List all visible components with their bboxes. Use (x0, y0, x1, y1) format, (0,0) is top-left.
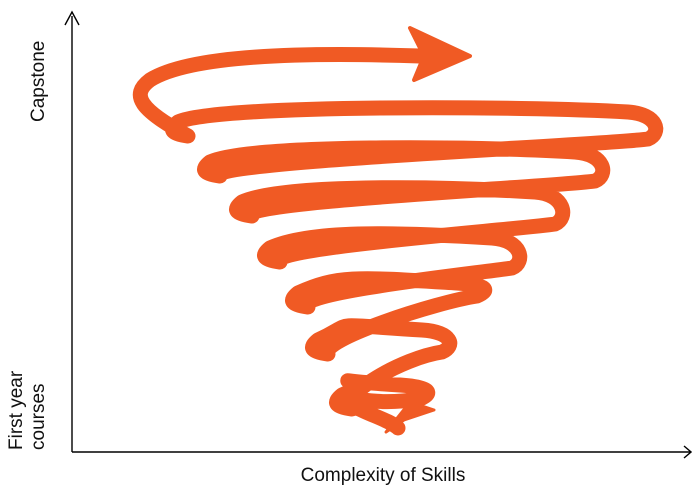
x-axis-label: Complexity of Skills (301, 465, 466, 486)
x-axis-arrowhead (683, 445, 692, 459)
y-axis-top-label: Capstone (28, 41, 49, 122)
spiral-arrow (132, 26, 664, 436)
y-axis-bottom-label-line2: courses (28, 383, 49, 450)
spiral-stroke (132, 47, 664, 436)
axes (64, 10, 692, 459)
y-axis-arrowhead (64, 10, 80, 26)
y-axis-bottom-label-line1: First year (6, 370, 27, 450)
top-arrowhead (408, 26, 472, 82)
bottom-tip (384, 400, 436, 434)
